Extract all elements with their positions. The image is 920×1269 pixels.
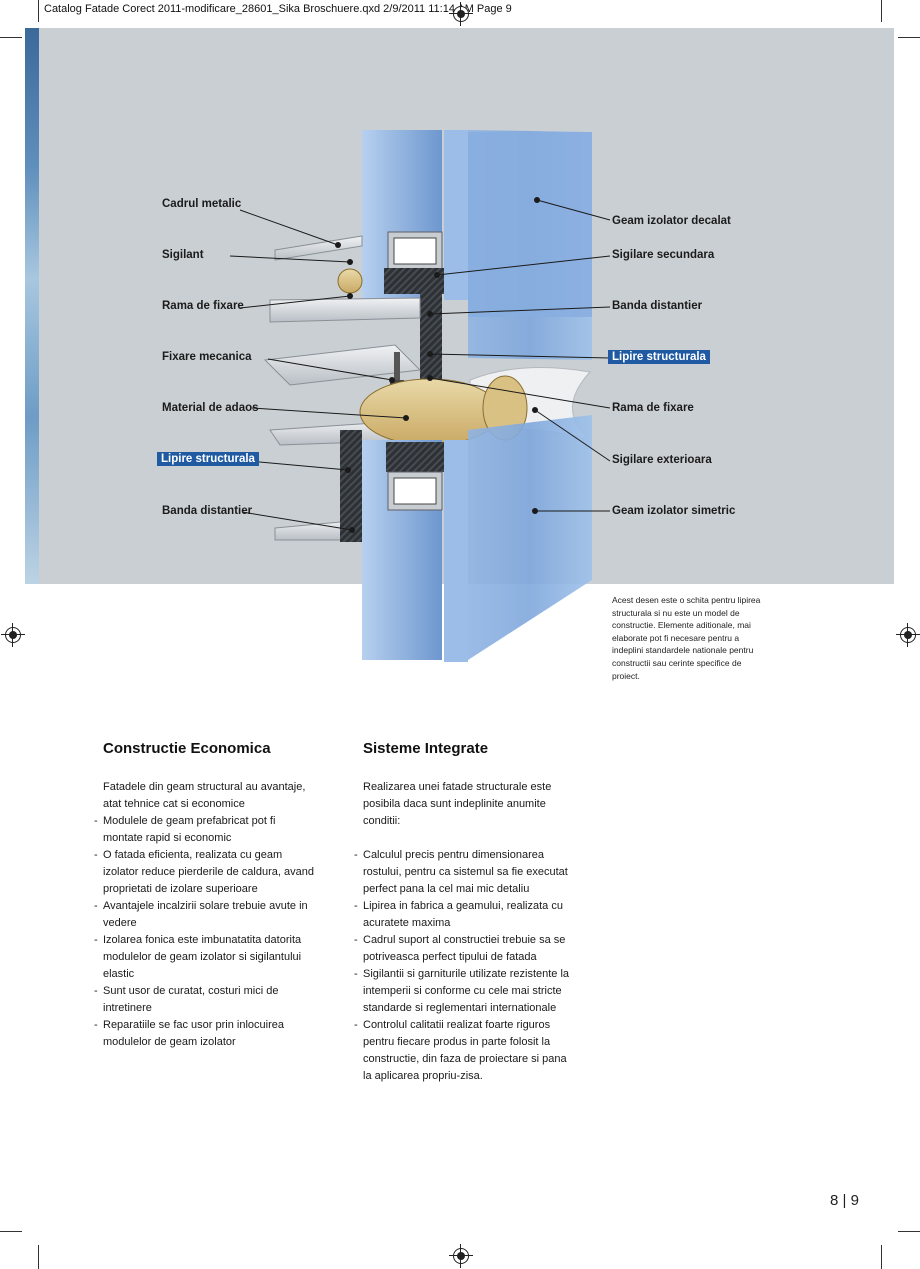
- label-geam-izolator-decalat: Geam izolator decalat: [612, 215, 731, 227]
- section-intro: Fatadele din geam structural au avantaje…: [103, 781, 306, 810]
- page-edge-strip: [25, 28, 39, 584]
- crop-mark: [0, 1231, 22, 1232]
- list-item: Reparatiile se fac usor prin inlocuirea …: [94, 1017, 318, 1051]
- leader-dots: [335, 197, 540, 533]
- lower-structural-bond: [340, 430, 362, 542]
- label-geam-izolator-simetric: Geam izolator simetric: [612, 505, 736, 517]
- crop-mark: [38, 0, 39, 22]
- list-item: Sigilantii si garniturile utilizate rezi…: [354, 966, 578, 1017]
- registration-mark-right: [896, 623, 920, 647]
- list-item: Modulele de geam prefabricat pot fi mont…: [94, 813, 318, 847]
- list-item: Cadrul suport al constructiei trebuie sa…: [354, 932, 578, 966]
- sealant-bead: [337, 268, 363, 294]
- metal-frame-top: [274, 235, 363, 261]
- crop-mark: [898, 1231, 920, 1232]
- leader-lines: [229, 199, 611, 531]
- registration-mark-left: [1, 623, 25, 647]
- diagram-note: Acest desen este o schita pentru lipirea…: [612, 595, 761, 681]
- list-item: O fatada eficienta, realizata cu geam iz…: [94, 847, 318, 898]
- bullet-list: Calculul precis pentru dimensionarea ros…: [354, 847, 578, 1085]
- bullet-list: Modulele de geam prefabricat pot fi mont…: [94, 813, 318, 1051]
- section-title: Constructie Economica: [103, 740, 271, 757]
- label-rama-de-fixare-left: Rama de fixare: [162, 300, 244, 312]
- label-fixare-mecanica: Fixare mecanica: [162, 351, 252, 363]
- upper-glass-face: [468, 132, 592, 317]
- upper-structural-bond: [420, 292, 442, 382]
- registration-mark-top: [449, 2, 473, 26]
- lower-secondary-seal: [386, 442, 444, 472]
- label-lipire-structurala-left: Lipire structurala: [157, 452, 259, 466]
- label-sigilant: Sigilant: [162, 249, 204, 261]
- lower-glass-back: [468, 415, 592, 660]
- structural-glazing-diagram: [229, 130, 611, 662]
- registration-mark-bottom: [449, 1244, 473, 1268]
- crop-mark: [898, 37, 920, 38]
- column-constructie-economica: Constructie Economica Fatadele din geam …: [94, 740, 318, 1051]
- label-cadrul-metalic: Cadrul metalic: [162, 198, 242, 210]
- crop-mark: [38, 1245, 39, 1269]
- label-banda-distantier-right: Banda distantier: [612, 300, 703, 312]
- label-rama-de-fixare-right: Rama de fixare: [612, 402, 694, 414]
- crop-mark: [881, 1245, 882, 1269]
- list-item: Avantajele incalzirii solare trebuie avu…: [94, 898, 318, 932]
- crop-mark: [881, 0, 882, 22]
- mechanical-fix-plate: [263, 344, 422, 386]
- column-sisteme-integrate: Sisteme Integrate Realizarea unei fatade…: [354, 740, 578, 1085]
- list-item: Sunt usor de curatat, costuri mici de in…: [94, 983, 318, 1017]
- label-material-de-adaos: Material de adaos: [162, 402, 259, 414]
- label-sigilare-exterioara: Sigilare exterioara: [612, 454, 712, 466]
- label-banda-distantier-left: Banda distantier: [162, 505, 253, 517]
- list-item: Izolarea fonica este imbunatatita datori…: [94, 932, 318, 983]
- screw: [394, 352, 400, 386]
- upper-glass-pane-2: [444, 130, 468, 300]
- list-item: Controlul calitatii realizat foarte rigu…: [354, 1017, 578, 1085]
- list-item: Calculul precis pentru dimensionarea ros…: [354, 847, 578, 898]
- crop-mark: [0, 37, 22, 38]
- lower-glass-pane-2: [444, 440, 468, 662]
- section-intro: Realizarea unei fatade structurale este …: [363, 781, 552, 827]
- page-number: 8 | 9: [830, 1192, 859, 1209]
- metal-frame-clamp: [269, 297, 421, 323]
- label-lipire-structurala-right: Lipire structurala: [608, 350, 710, 364]
- list-item: Lipirea in fabrica a geamului, realizata…: [354, 898, 578, 932]
- upper-secondary-seal: [384, 268, 444, 294]
- section-title: Sisteme Integrate: [363, 740, 489, 757]
- label-sigilare-secundara: Sigilare secundara: [612, 249, 715, 261]
- print-header: Catalog Fatade Corect 2011-modificare_28…: [44, 3, 512, 15]
